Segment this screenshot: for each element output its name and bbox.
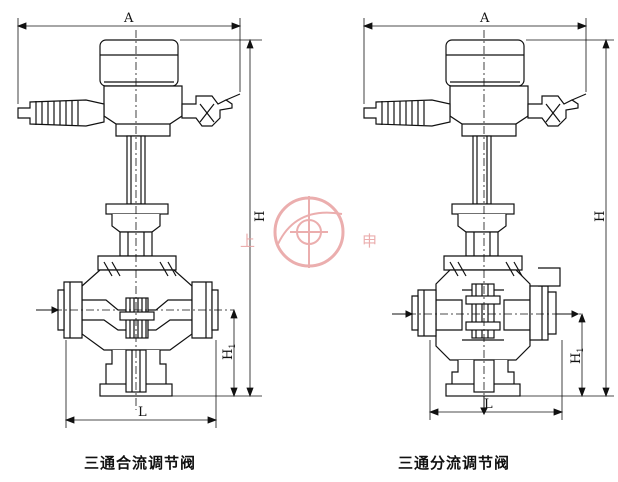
dim-h1-right: H1 xyxy=(569,348,585,364)
dim-h-right: H xyxy=(593,211,608,222)
watermark-left-char: 上 xyxy=(240,232,255,250)
caption-right: 三通分流调节阀 xyxy=(398,454,511,472)
dim-a-left: A xyxy=(123,11,134,26)
caption-left: 三通合流调节阀 xyxy=(84,454,197,472)
watermark-right-char: 申 xyxy=(362,232,377,250)
watermark-logo: 上 申 xyxy=(240,196,377,268)
right-valve-drawing: A H H1 L xyxy=(362,11,614,420)
dim-a-right: A xyxy=(479,11,490,26)
left-valve-drawing: A H H1 L xyxy=(16,11,268,428)
dim-h1-left: H1 xyxy=(221,344,237,360)
dim-l-right: L xyxy=(484,397,493,412)
dim-l-left: L xyxy=(138,405,147,420)
dim-h-left: H xyxy=(253,211,268,222)
